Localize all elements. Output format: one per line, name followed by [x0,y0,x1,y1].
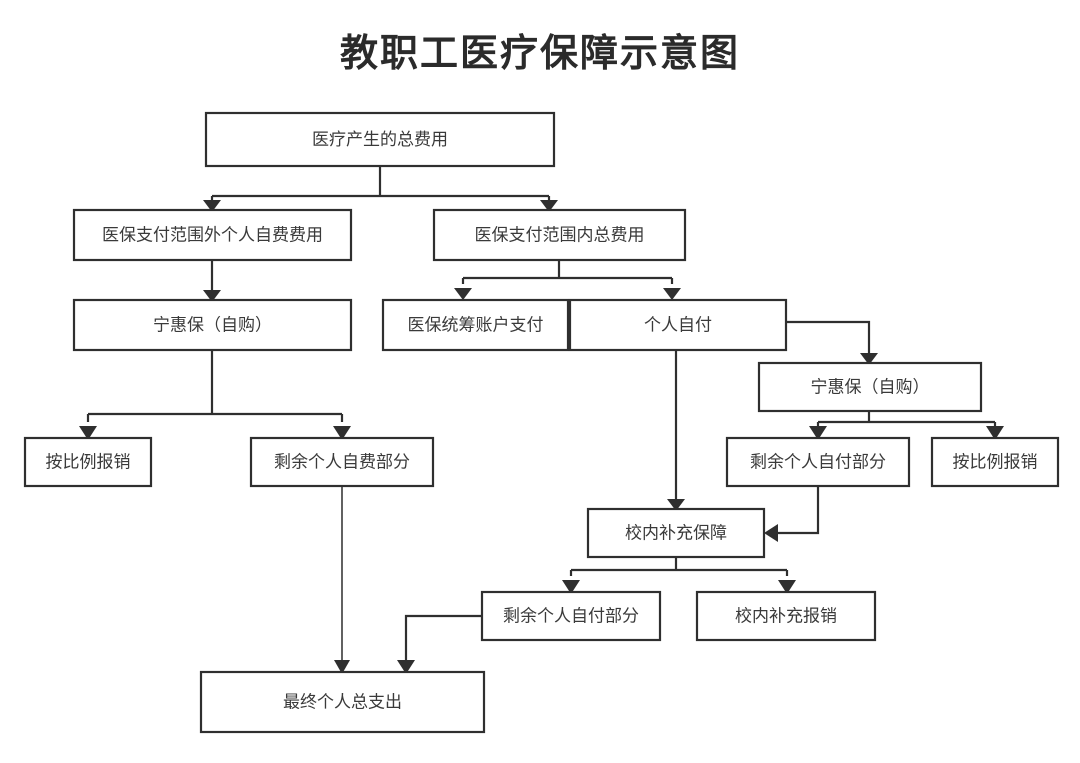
node-label: 宁惠保（自购） [153,315,272,334]
node-remaining-copay-upper[interactable]: 剩余个人自付部分 [725,436,911,488]
edge-n6-n7 [786,320,871,355]
arrowhead-to-n2 [203,200,221,212]
page-title: 教职工医疗保障示意图 [339,31,740,75]
node-label: 医保支付范围内总费用 [475,225,645,244]
node-label: 按比例报销 [46,452,131,471]
node-label: 医保支付范围外个人自费费用 [102,225,323,244]
node-proportional-reimbursement-left[interactable]: 按比例报销 [23,436,153,488]
node-final-personal-total-expense[interactable]: 最终个人总支出 [199,670,486,734]
node-remaining-copay-lower[interactable]: 剩余个人自付部分 [480,590,662,642]
node-label: 剩余个人自付部分 [750,452,886,471]
arrowhead-to-n10 [809,426,827,440]
edge-n1-split [210,166,551,202]
edge-n4-split [86,350,344,422]
arrowhead-n9-to-n15 [334,660,350,674]
node-label: 剩余个人自付部分 [503,606,639,625]
node-label: 剩余个人自费部分 [274,452,410,471]
edge-n3-split [461,260,674,284]
node-ninghuibao-right[interactable]: 宁惠保（自购） [757,361,983,413]
node-campus-supplementary-reimbursement[interactable]: 校内补充报销 [695,590,877,642]
arrowhead-n6-to-n12 [667,499,685,511]
arrowhead-to-n8 [79,426,97,440]
node-label: 最终个人总支出 [283,692,402,711]
node-label: 个人自付 [644,315,712,334]
node-remaining-self-paid[interactable]: 剩余个人自费部分 [249,436,435,488]
node-label: 宁惠保（自购） [811,377,930,396]
arrowhead-to-n13 [562,580,580,594]
node-label: 校内补充保障 [625,523,727,542]
node-layer: 医疗产生的总费用 医保支付范围外个人自费费用 医保支付范围内总费用 宁惠保（自购… [23,111,1060,734]
edge-n13-n15 [404,614,482,664]
node-label: 按比例报销 [953,452,1038,471]
node-in-coverage-total[interactable]: 医保支付范围内总费用 [432,208,687,262]
node-out-of-coverage-self-paid[interactable]: 医保支付范围外个人自费费用 [72,208,353,262]
node-campus-supplementary-coverage[interactable]: 校内补充保障 [586,507,766,559]
edge-n12-split [569,557,789,576]
node-personal-copay[interactable]: 个人自付 [568,298,788,352]
node-proportional-reimbursement-right[interactable]: 按比例报销 [930,436,1060,488]
arrowhead-to-n5 [454,288,472,300]
arrowhead-to-n11 [986,426,1004,440]
arrowhead-to-n4 [203,290,221,302]
arrowhead-n10-to-n12 [764,524,778,542]
arrowhead-to-n14 [778,580,796,594]
node-total-medical-cost[interactable]: 医疗产生的总费用 [204,111,556,168]
node-label: 医保统筹账户支付 [408,315,544,334]
node-ninghuibao-left[interactable]: 宁惠保（自购） [72,298,353,352]
arrowhead-to-n7 [860,353,878,365]
edge-layer [79,166,1004,674]
edge-n7-split [816,411,997,426]
arrowhead-to-n6 [663,288,681,300]
node-insurance-pooled-account-pay[interactable]: 医保统筹账户支付 [381,298,570,352]
node-label: 校内补充报销 [735,606,837,625]
node-label: 医疗产生的总费用 [312,130,448,149]
arrowhead-to-n3 [540,200,558,212]
edge-n10-n12 [776,486,820,535]
arrowhead-to-n9 [333,426,351,440]
arrowhead-n13-to-n15 [397,660,415,674]
